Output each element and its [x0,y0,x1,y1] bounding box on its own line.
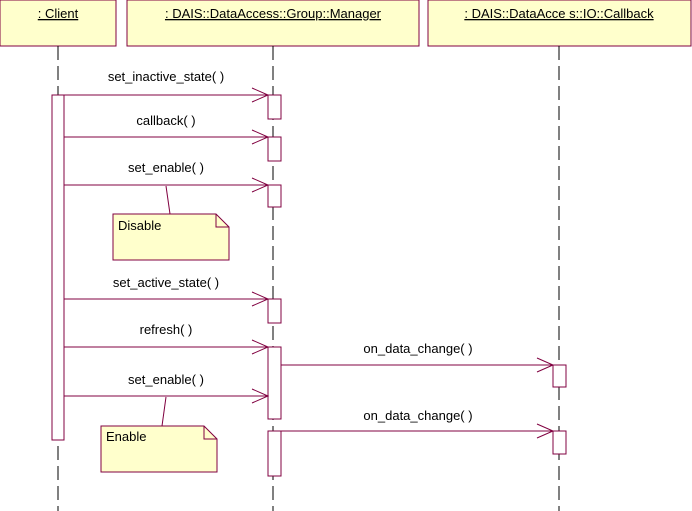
message-label: set_enable( ) [128,372,204,387]
message-on-data-change-2: on_data_change( ) [281,408,555,439]
lifeline-callback: : DAIS::DataAcce s::IO::Callback [427,0,692,511]
note-text: Disable [118,218,161,233]
message-label: on_data_change( ) [363,408,472,423]
lifeline-callback-header[interactable] [427,0,692,47]
message-set-enable-2: set_enable( ) [64,372,270,404]
lifeline-callback-label: : DAIS::DataAcce s::IO::Callback [464,6,654,21]
lifeline-client-header[interactable] [0,0,117,47]
note-body[interactable] [112,213,230,261]
activation-manager-4[interactable] [267,298,282,324]
lifeline-manager: : DAIS::DataAccess::Group::Manager [126,0,420,511]
note-fold [203,426,217,440]
message-label: set_enable( ) [128,160,204,175]
activation-client[interactable] [51,94,65,441]
note-disable: Disable [112,185,230,261]
message-label: set_active_state( ) [113,275,219,290]
arrowhead-icon [536,357,555,373]
note-body[interactable] [100,425,218,473]
arrowhead-icon [536,423,555,439]
message-label: set_inactive_state( ) [108,69,224,84]
activation-manager-1[interactable] [267,94,282,120]
arrowhead-icon [251,129,270,145]
note-anchor-line [161,396,167,427]
activation-callback-2[interactable] [552,430,567,455]
lifeline-client-label: : Client [38,6,79,21]
message-set-inactive-state: set_inactive_state( ) [64,69,270,103]
message-set-active-state: set_active_state( ) [64,275,270,307]
arrowhead-icon [251,291,270,307]
arrowhead-icon [251,177,270,193]
activation-manager-6[interactable] [267,430,282,477]
message-set-enable-1: set_enable( ) [64,160,270,193]
lifeline-manager-header[interactable] [126,0,420,47]
message-label: on_data_change( ) [363,341,472,356]
lifeline-manager-label: : DAIS::DataAccess::Group::Manager [165,6,382,21]
activation-manager-2[interactable] [267,136,282,162]
arrowhead-icon [251,388,270,404]
note-fold [215,214,229,228]
message-callback: callback( ) [64,113,270,145]
activation-manager-3[interactable] [267,184,282,208]
arrowhead-icon [251,339,270,355]
note-text: Enable [106,429,146,444]
activation-manager-5[interactable] [267,346,282,420]
note-anchor-line [165,185,171,215]
message-on-data-change-1: on_data_change( ) [281,341,555,373]
message-label: refresh( ) [140,322,193,337]
activation-callback-1[interactable] [552,364,567,388]
note-enable: Enable [100,396,218,473]
arrowhead-icon [251,87,270,103]
message-label: callback( ) [136,113,195,128]
message-refresh: refresh( ) [64,322,270,355]
